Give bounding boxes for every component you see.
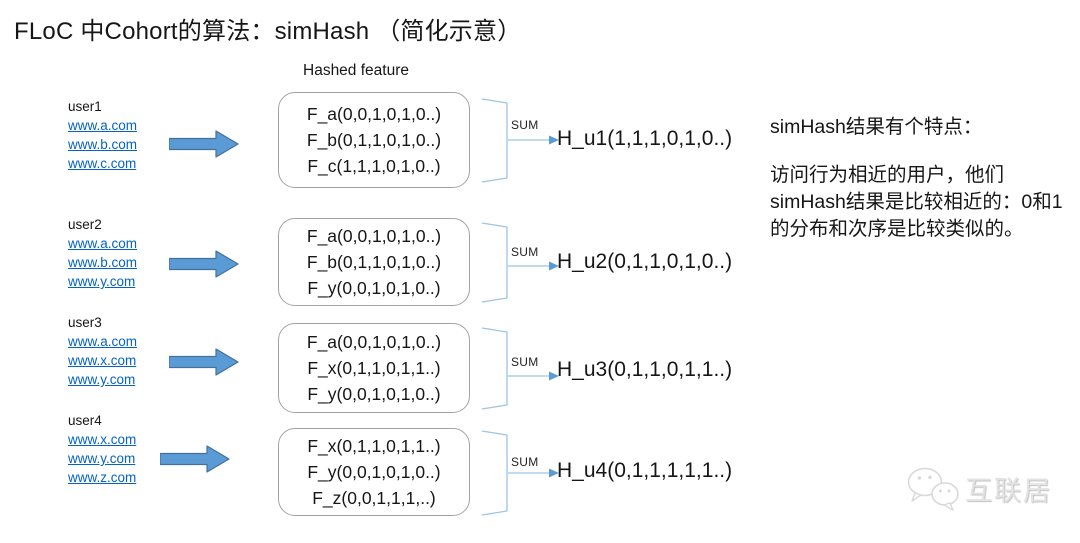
user4-links: user4 www.x.com www.y.com www.z.com [68, 411, 188, 487]
page-title: FLoC 中Cohort的算法：simHash （简化示意） [14, 18, 522, 45]
link-url[interactable]: www.a.com [68, 334, 138, 349]
sum-arrow-icon [508, 135, 559, 145]
feature-line: F_z(0,0,1,1,1,..) [312, 488, 436, 508]
link-url[interactable]: www.x.com [68, 353, 137, 368]
hashed-feature-box: F_a(0,0,1,0,1,0..) F_x(0,1,1,0,1,1..) F_… [278, 323, 470, 413]
bracket-icon [481, 98, 508, 183]
feature-line: F_y(0,0,1,0,1,0..) [307, 462, 441, 482]
feature-line: F_b(0,1,1,0,1,0..) [306, 252, 442, 272]
link-url[interactable]: www.b.com [68, 255, 138, 270]
feature-line: F_y(0,0,1,0,1,0..) [307, 384, 441, 404]
feature-line: F_c(1,1,1,0,1,0..) [307, 156, 441, 176]
sum-arrow-icon [508, 468, 559, 478]
right-arrow-icon [169, 250, 239, 278]
right-arrow-icon [169, 130, 239, 158]
sum-label: SUM [511, 455, 539, 469]
sum-arrow-icon [508, 371, 559, 381]
link-url[interactable]: www.a.com [68, 118, 138, 133]
note-line: 访问行为相近的用户，他们 [770, 164, 1005, 186]
user-label: user3 [68, 315, 102, 330]
sum-label: SUM [511, 118, 539, 132]
link-url[interactable]: www.a.com [68, 236, 138, 251]
user2-links: user2 www.a.com www.b.com www.y.com [68, 215, 188, 291]
link-url[interactable]: www.y.com [68, 274, 136, 289]
hashed-feature-box: F_a(0,0,1,0,1,0..) F_b(0,1,1,0,1,0..) F_… [278, 92, 470, 188]
right-arrow-icon [169, 348, 239, 376]
link-url[interactable]: www.y.com [68, 372, 136, 387]
hashed-feature-box: F_x(0,1,1,0,1,1..) F_y(0,0,1,0,1,0..) F_… [278, 428, 470, 516]
sum-label: SUM [511, 245, 539, 259]
feature-line: F_x(0,1,1,0,1,1..) [307, 436, 441, 456]
sum-label: SUM [511, 355, 539, 369]
link-url[interactable]: www.c.com [68, 156, 137, 171]
watermark-text: 互联居 [965, 475, 1052, 506]
hash-result: H_u3(0,1,1,0,1,1..) [557, 358, 733, 381]
right-arrow-icon [160, 445, 230, 473]
link-url[interactable]: www.x.com [68, 432, 137, 447]
hash-result: H_u4(0,1,1,1,1,1..) [557, 459, 733, 482]
bracket-icon [481, 327, 508, 410]
feature-line: F_a(0,0,1,0,1,0..) [306, 226, 442, 246]
note-line: simHash结果是比较相近的：0和1 [770, 191, 1063, 213]
feature-line: F_x(0,1,1,0,1,1..) [307, 358, 441, 378]
link-url[interactable]: www.z.com [68, 470, 137, 485]
feature-line: F_y(0,0,1,0,1,0..) [307, 278, 441, 298]
wechat-bubbles-icon [907, 467, 959, 511]
user-label: user1 [68, 99, 102, 114]
hashed-feature-label: Hashed feature [303, 62, 409, 79]
user1-links: user1 www.a.com www.b.com www.c.com [68, 97, 188, 173]
hash-result: H_u1(1,1,1,0,1,0..) [557, 127, 733, 150]
bracket-icon [481, 222, 508, 303]
link-url[interactable]: www.y.com [68, 451, 136, 466]
user-label: user4 [68, 413, 102, 428]
feature-line: F_a(0,0,1,0,1,0..) [306, 104, 442, 124]
simhash-note: simHash结果有个特点： 访问行为相近的用户，他们 simHash结果是比较… [770, 114, 1080, 243]
note-line: 的分布和次序是比较类似的。 [770, 218, 1024, 240]
note-heading: simHash结果有个特点： [770, 116, 983, 138]
bracket-icon [481, 430, 508, 516]
sum-arrow-icon [508, 261, 559, 271]
user-label: user2 [68, 217, 102, 232]
watermark: 互联居 [905, 463, 1052, 513]
link-url[interactable]: www.b.com [68, 137, 138, 152]
hashed-feature-box: F_a(0,0,1,0,1,0..) F_b(0,1,1,0,1,0..) F_… [278, 218, 470, 306]
hash-result: H_u2(0,1,1,0,1,0..) [557, 250, 733, 273]
feature-line: F_a(0,0,1,0,1,0..) [306, 332, 442, 352]
user3-links: user3 www.a.com www.x.com www.y.com [68, 313, 188, 389]
feature-line: F_b(0,1,1,0,1,0..) [306, 130, 442, 150]
